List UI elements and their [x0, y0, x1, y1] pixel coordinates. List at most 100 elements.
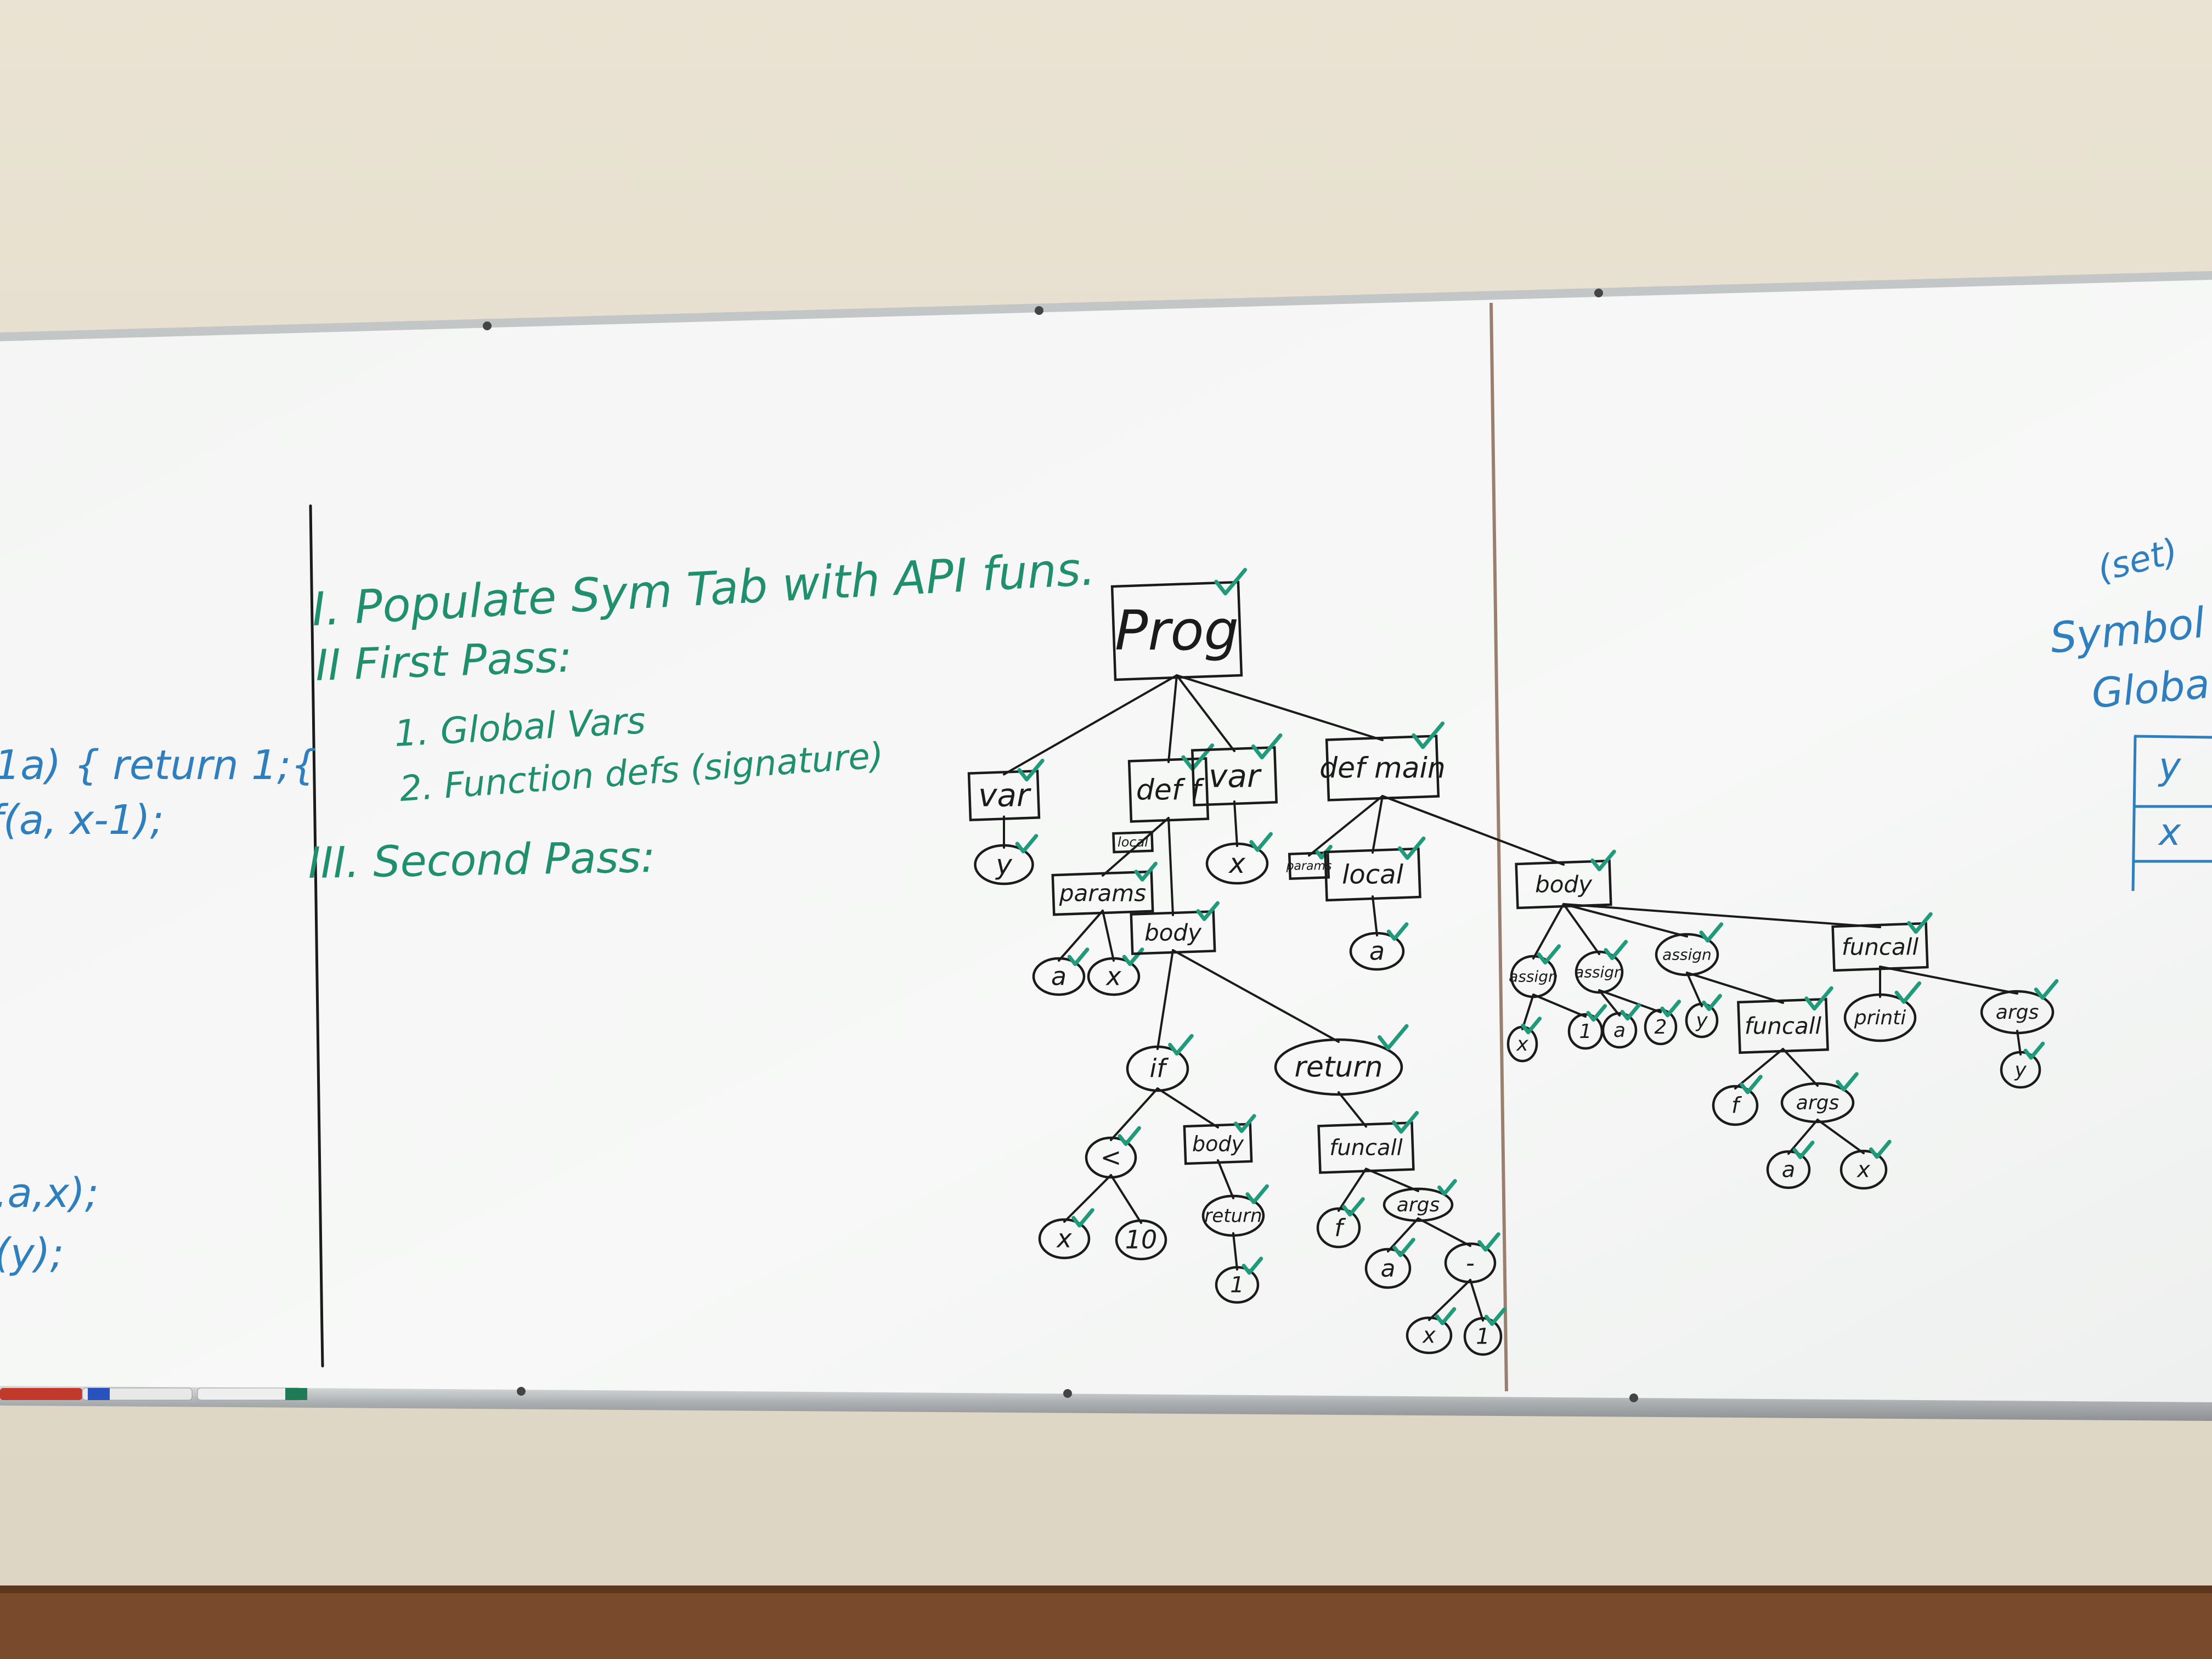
- check-mark-icon: [1017, 758, 1045, 782]
- tree-node-shape: [1601, 1012, 1638, 1049]
- tree-edge: [1562, 903, 1600, 955]
- tree-node-shape: [1051, 870, 1154, 916]
- tree-node-label: funcall: [1745, 1012, 1822, 1039]
- check-mark-icon: [1869, 1139, 1892, 1159]
- check-mark-icon: [1251, 733, 1283, 760]
- tree-edge: [1167, 817, 1174, 916]
- tree-edge: [1338, 1167, 1367, 1212]
- markers[interactable]: [0, 1387, 307, 1401]
- tree-node-shape: [1780, 1082, 1855, 1124]
- check-mark-icon: [1894, 981, 1922, 1004]
- tree-node-if: if: [1126, 1034, 1194, 1092]
- check-mark-icon: [1067, 947, 1090, 966]
- tree-node-label: x: [1421, 1323, 1436, 1348]
- tree-node-shape: [1444, 1242, 1497, 1284]
- tree-node-label: a: [1369, 936, 1385, 966]
- tree-edge: [1816, 1119, 1865, 1154]
- tree-edge: [1562, 903, 1881, 928]
- tree-node-shape: [1127, 757, 1210, 823]
- tree-edge: [1063, 1174, 1112, 1223]
- screw: [1594, 289, 1603, 297]
- tree-node-shape: [1644, 1008, 1678, 1046]
- tree-node-label: args: [1796, 1092, 1839, 1114]
- tree-node-body: body: [1515, 849, 1616, 910]
- tree-node-label: a: [1051, 962, 1066, 991]
- tree-node-x: x: [1506, 1017, 1542, 1063]
- tree-node-params: params: [1051, 861, 1158, 916]
- divider-line: [309, 504, 324, 1368]
- tree-node-shape: [1463, 1317, 1503, 1356]
- tree-node-shape: [1201, 1194, 1265, 1237]
- tree-node-shape: [2000, 1051, 2041, 1089]
- check-mark-icon: [1699, 922, 1724, 943]
- check-mark-icon: [1196, 901, 1220, 921]
- tree-edge: [1381, 795, 1565, 866]
- screw: [483, 321, 492, 330]
- check-mark-icon: [1168, 1034, 1194, 1056]
- tree-node-label: var: [978, 777, 1031, 814]
- tree-node-shape: [1712, 1085, 1759, 1126]
- tree-node-prog: Prog: [1110, 568, 1248, 681]
- screw: [1629, 1393, 1638, 1402]
- check-mark-icon: [1315, 844, 1333, 860]
- code-line-1: 1a) { return 1;{: [0, 742, 317, 789]
- tree-node-label: 2: [1655, 1016, 1667, 1039]
- baseboard-edge: [0, 1585, 2212, 1593]
- tree-node-label: y: [2014, 1059, 2027, 1081]
- check-mark-icon: [1134, 861, 1158, 882]
- tree-node-local: local: [1112, 831, 1154, 854]
- tree-node-x: x: [1839, 1139, 1892, 1190]
- tree-edge: [1598, 989, 1662, 1013]
- tree-node-label: var: [1209, 758, 1262, 795]
- tree-node-body: body: [1130, 901, 1220, 955]
- tree-node-shape: [1110, 580, 1243, 681]
- check-mark-icon: [1386, 922, 1409, 941]
- tree-edge: [1176, 674, 1384, 741]
- tree-node-shape: [1085, 1136, 1137, 1179]
- check-mark-icon: [1537, 944, 1561, 965]
- red-marker[interactable]: [0, 1388, 82, 1400]
- tree-node-shape: [1126, 1045, 1189, 1092]
- tree-node-shape: [1183, 1122, 1253, 1165]
- code-line-3: .a,x);: [0, 1170, 99, 1217]
- check-mark-icon: [1397, 836, 1426, 860]
- tree-node-shape: [1115, 1219, 1167, 1261]
- check-mark-icon: [1586, 1004, 1607, 1022]
- tree-node-label: params: [1286, 859, 1332, 873]
- tree-node-label: funcall: [1842, 933, 1919, 960]
- code-line-4: (y);: [0, 1230, 64, 1277]
- plan-step-2: II First Pass:: [315, 633, 573, 691]
- tree-node-label: printi: [1854, 1007, 1906, 1029]
- tree-edge: [1156, 1087, 1219, 1128]
- screw: [517, 1387, 526, 1396]
- tree-node-params: params: [1286, 844, 1333, 881]
- tree-node-label: return: [1294, 1051, 1383, 1084]
- tree-edge: [1686, 972, 1784, 1004]
- tree-node-assign: assign: [1575, 940, 1628, 994]
- tree-node-shape: [1316, 1207, 1361, 1249]
- tree-edge: [1598, 989, 1621, 1017]
- tree-node-shape: [1324, 847, 1421, 902]
- tree-node-shape: [1406, 1316, 1453, 1355]
- symtab-grid: [2131, 735, 2212, 891]
- tree-node-1: 1: [1215, 1256, 1263, 1304]
- check-mark-icon: [1118, 1126, 1141, 1146]
- tree-edge: [1686, 972, 1703, 1007]
- tree-node-label: a: [1381, 1255, 1396, 1283]
- tree-node-label: local: [1342, 859, 1404, 890]
- green-marker[interactable]: [285, 1388, 307, 1400]
- tree-edge: [1102, 817, 1170, 877]
- tree-node-shape: [1130, 910, 1216, 955]
- tree-node-label: body: [1192, 1132, 1244, 1156]
- tree-node-shape: [1685, 1002, 1719, 1039]
- tree-node-label: x: [1105, 962, 1121, 991]
- tree-node-shape: [1383, 1187, 1454, 1222]
- tree-edge: [1734, 1048, 1784, 1090]
- tree-node-shape: [1655, 933, 1719, 977]
- tree-node-shape: [1737, 997, 1829, 1054]
- tree-edge: [1372, 795, 1384, 854]
- tree-node-: <: [1085, 1126, 1141, 1179]
- tree-node-label: 1: [1579, 1020, 1592, 1043]
- tree-node-var: var: [1190, 733, 1283, 806]
- tree-node-label: 1: [1230, 1273, 1244, 1298]
